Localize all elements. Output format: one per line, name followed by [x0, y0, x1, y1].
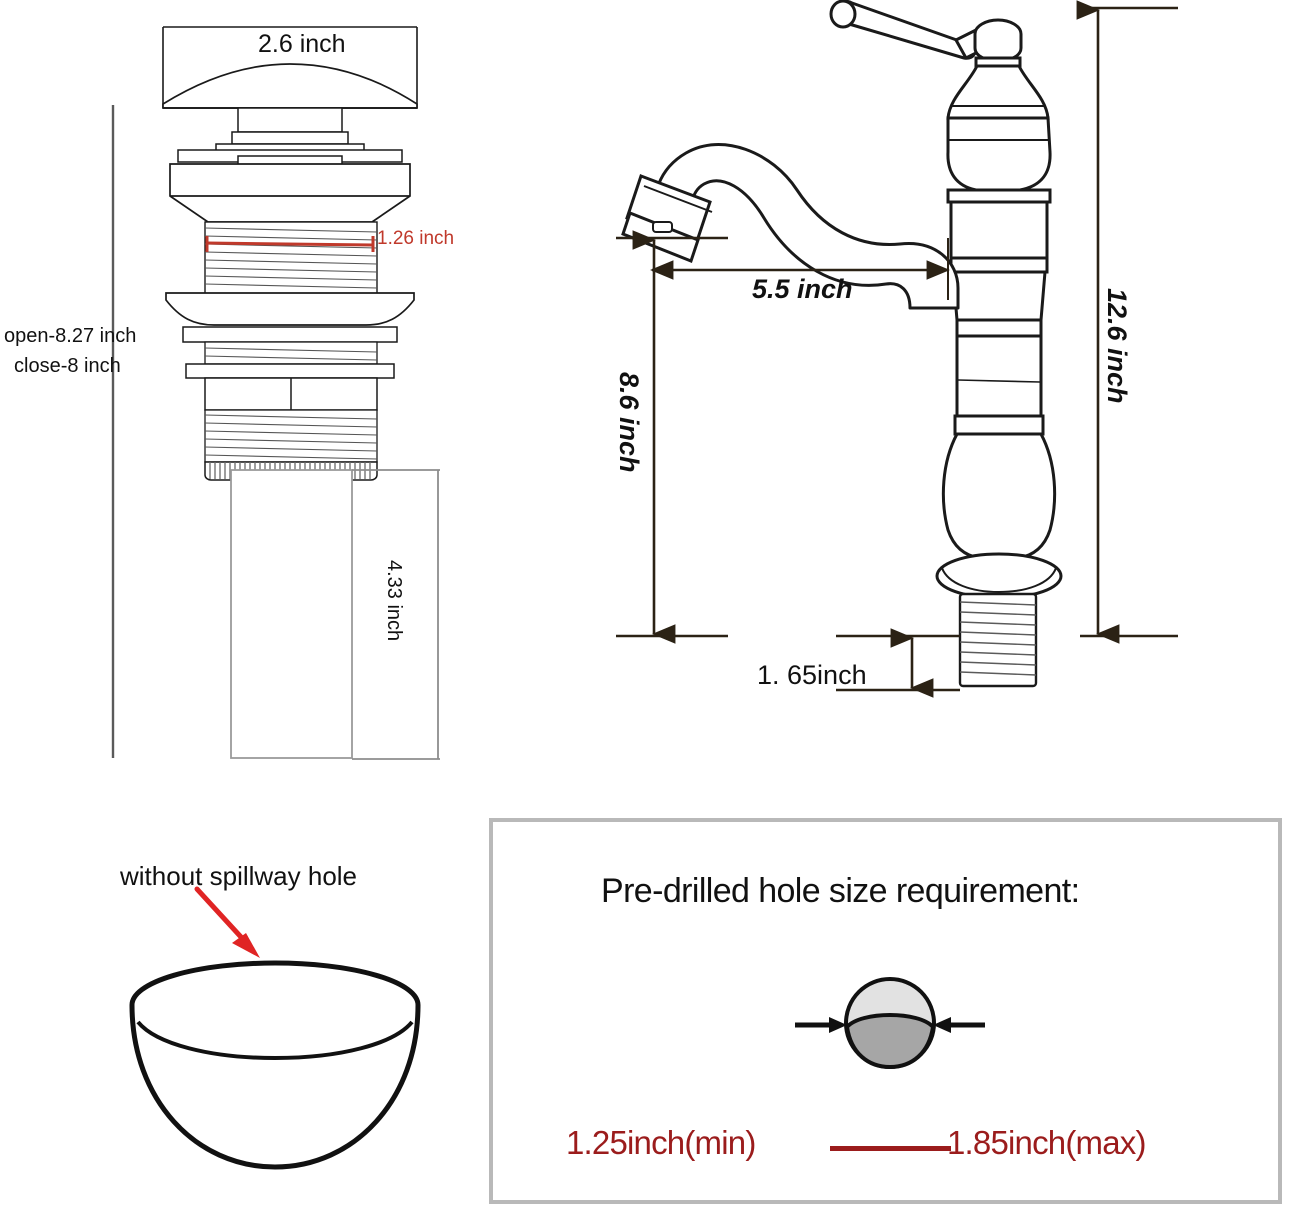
drain-washer-upper — [182, 326, 398, 343]
spillway-note-label: without spillway hole — [120, 861, 358, 891]
drain-collar — [204, 377, 378, 411]
faucet-mounting-shank — [958, 592, 1038, 688]
drain-flange — [169, 163, 411, 223]
sink-bowl-drawing — [129, 886, 421, 1170]
hole-left-arrow-icon — [795, 1017, 847, 1033]
spout-height-label: 8.6 inch — [614, 372, 644, 473]
faucet-handle-cap — [946, 18, 1050, 120]
drain-cap-stem — [177, 107, 403, 169]
hole-max-label: 1.85inch(max) — [947, 1124, 1146, 1161]
faucet-lever-handle — [829, 0, 988, 60]
drain-mid-threads — [204, 341, 378, 365]
pre-drilled-heading: Pre-drilled hole size requirement: — [601, 872, 1080, 910]
drain-width-dimension-line — [162, 26, 418, 108]
hole-range-connector — [830, 1146, 951, 1151]
faucet-upper-body — [946, 116, 1052, 204]
drain-washer-lower — [185, 363, 395, 379]
drain-upper-threads — [204, 221, 378, 295]
faucet-lower-bulb — [941, 432, 1057, 560]
faucet-figure — [600, 0, 1291, 790]
drain-tailpiece — [230, 469, 353, 759]
hole-min-label: 1.25inch(min) — [566, 1124, 756, 1161]
faucet-drawing — [616, 0, 1178, 698]
spillway-callout-arrow — [194, 886, 260, 958]
thread-diameter-dimension — [205, 236, 375, 252]
drain-close-length-label: close-8 inch — [14, 355, 121, 377]
drain-thread-diameter-label: 1.26 inch — [377, 228, 455, 249]
faucet-witness-lines — [616, 6, 1178, 692]
drain-gasket — [165, 292, 415, 326]
tailpiece-length-dimension-line — [352, 469, 440, 760]
sink-bowl-shape — [129, 960, 421, 1170]
hole-circle-icon — [844, 977, 936, 1070]
hole-size-icon — [795, 977, 985, 1070]
faucet-base-escutcheon — [935, 552, 1063, 600]
tailpiece-length-label: 4.33 inch — [383, 560, 405, 642]
drain-stopper-cap — [162, 63, 418, 109]
drain-cap-width-label: 2.6 inch — [258, 30, 346, 58]
hole-right-arrow-icon — [933, 1017, 985, 1033]
drain-lower-threads — [204, 409, 378, 463]
hole-size-icon-group — [795, 965, 985, 1085]
faucet-mid-body — [949, 200, 1049, 338]
spout-reach-label: 5.5 inch — [752, 274, 853, 304]
drain-assembly-figure — [0, 0, 500, 800]
drain-open-length-label: open-8.27 inch — [4, 325, 137, 347]
total-height-label: 12.6 inch — [1102, 288, 1132, 404]
drain-assembly-drawing — [111, 26, 440, 760]
shank-length-label: 1. 65inch — [757, 660, 867, 690]
faucet-lower-column — [953, 334, 1045, 436]
sink-bowl-figure — [60, 830, 490, 1217]
